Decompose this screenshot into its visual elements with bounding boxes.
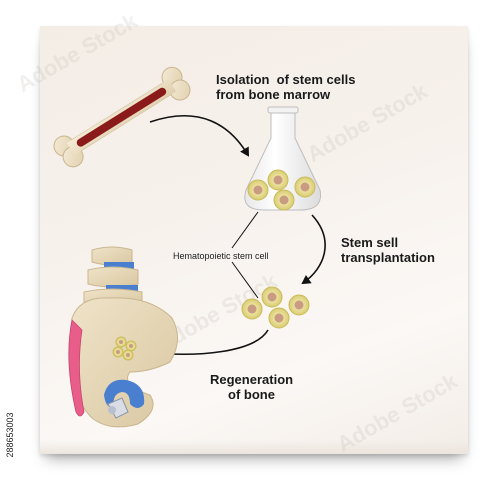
femur-bone-illustration — [53, 66, 191, 168]
paper-shadow — [40, 440, 468, 454]
arrow-transplantation — [301, 214, 326, 285]
transplant-label-line2: transplantation — [341, 250, 435, 265]
regeneration-label-line2: of bone — [228, 387, 275, 402]
isolation-label: Isolation of stem cells from bone marrow — [216, 72, 355, 102]
flask-stem-cells — [247, 169, 316, 211]
regeneration-label-line1: Regeneration — [210, 372, 294, 387]
stock-id-text: 288653003 — [5, 412, 15, 458]
transplant-label-line1: Stem sell — [341, 235, 399, 250]
transplant-label: Stem sell transplantation — [341, 235, 435, 265]
arrow-isolation — [149, 114, 250, 157]
isolation-label-line2: from bone marrow — [216, 87, 331, 102]
stock-id: 288653003 — [0, 386, 15, 486]
regeneration-label: Regeneration of bone — [210, 372, 293, 402]
transplant-stem-cells — [241, 286, 310, 329]
hematopoietic-label: Hematopoietic stem cell — [173, 251, 269, 261]
pelvis-illustration — [68, 246, 178, 428]
isolation-label-line1: Isolation of stem cells — [216, 72, 356, 87]
